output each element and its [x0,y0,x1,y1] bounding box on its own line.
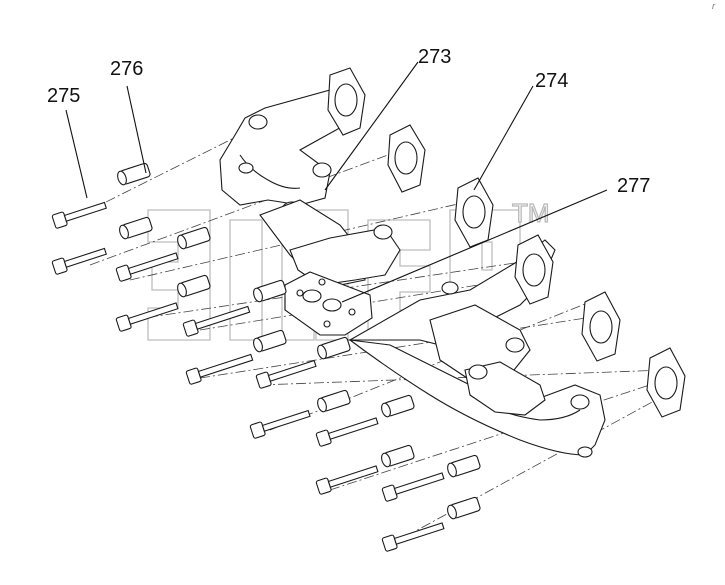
gasket [581,291,621,362]
spacer-sleeve [317,336,351,360]
gasket [327,67,366,136]
spacer-sleeve [177,226,211,250]
bolt [255,359,317,389]
leader-line-274 [473,85,534,191]
leader-line-275 [65,109,88,199]
bolt [315,417,379,447]
bolt [115,252,179,282]
gasket-group [327,67,686,418]
spacer-sleeve [447,496,481,520]
leader-line-273 [324,61,419,191]
gasket [387,124,426,193]
bolt [249,409,311,439]
callout-276: 276 [110,58,143,80]
bolt [381,472,445,502]
gasket [646,347,686,418]
bolt [182,305,251,337]
bolt [51,247,107,275]
exhaust-manifold-rear [347,239,606,458]
leader-line-276 [126,85,147,174]
corner-mark: r [712,1,716,11]
gasket [454,177,494,248]
turbo-flange [284,271,373,336]
leader-line-277 [341,189,608,303]
bolt [51,201,107,229]
spacer-sleeve [253,329,287,353]
callout-274: 274 [535,70,568,92]
bolt [185,353,254,385]
bolt [381,522,445,552]
bolt-group [51,201,445,552]
spacer-sleeve [381,444,415,468]
bolt [315,465,379,495]
spacer-sleeve [117,162,151,186]
spacer-sleeve [119,216,153,240]
spacer-sleeve [317,389,351,413]
callout-273: 273 [418,46,451,68]
spacer-sleeve [177,274,211,298]
watermark-trademark: TM [512,198,550,228]
bolt [115,302,179,332]
gasket [514,234,554,305]
leader-lines [65,61,608,303]
callout-277: 277 [617,175,650,197]
spacer-sleeve [447,454,481,478]
callout-275: 275 [47,85,80,107]
spacer-sleeve-group [117,162,481,520]
spacer-sleeve [253,279,287,303]
exhaust-manifold-front [219,89,401,286]
spacer-sleeve [381,394,415,418]
